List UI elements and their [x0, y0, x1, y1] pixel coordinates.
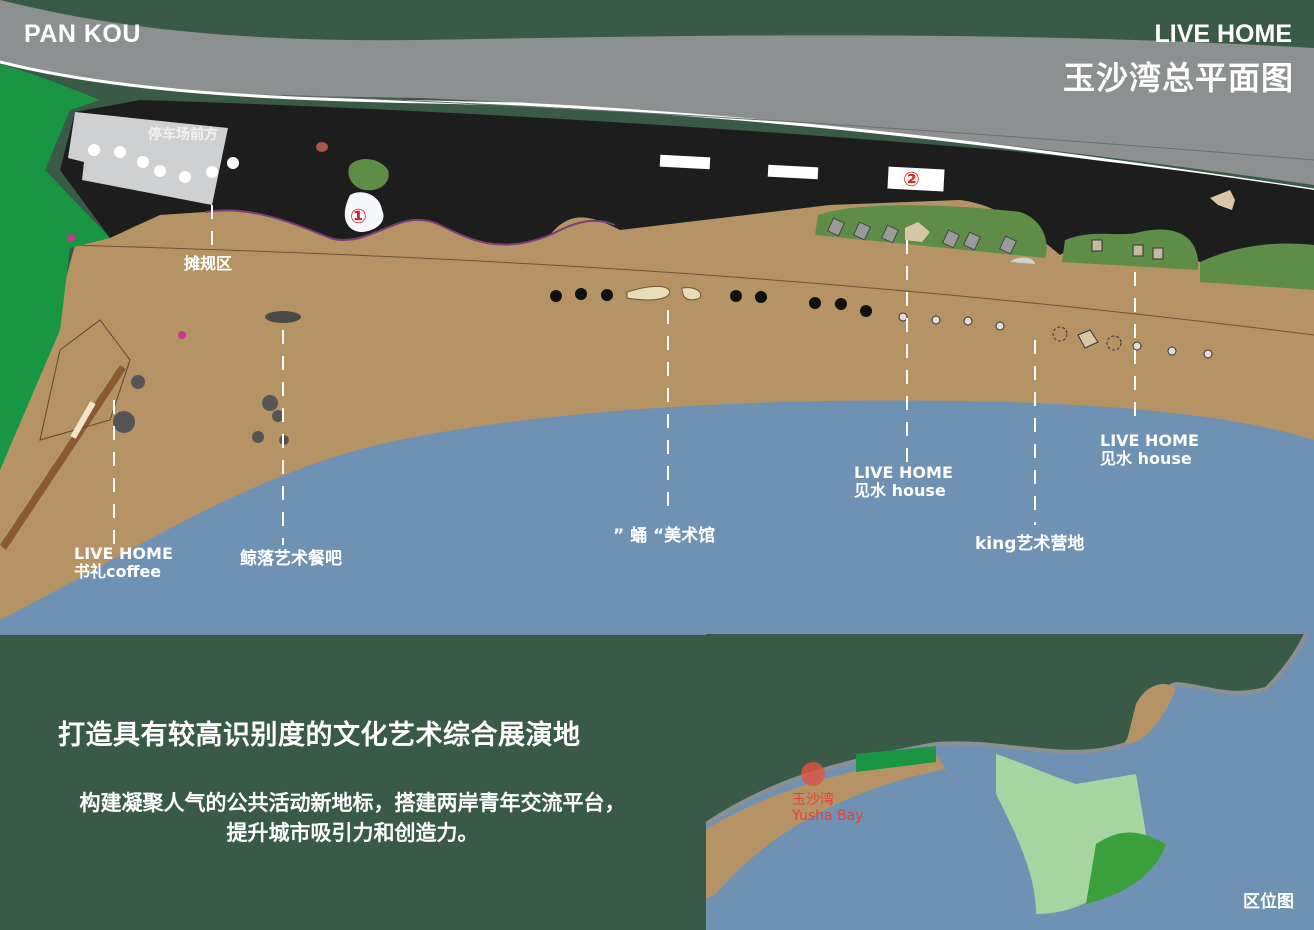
- marker-1[interactable]: ①: [350, 204, 367, 228]
- poi-jianshui-house-1[interactable]: LIVE HOME 见水 house: [854, 463, 953, 501]
- sand-beach: [0, 200, 1314, 635]
- area-label-stall-zone: 摊规区: [184, 254, 233, 273]
- pavilion-1: [344, 192, 384, 232]
- forest-area: [0, 64, 110, 470]
- highlight-circle: [801, 762, 825, 786]
- description-line1: 构建凝聚人气的公共活动新地标，搭建两岸青年交流平台，: [79, 791, 626, 815]
- poi-yong-museum[interactable]: ” 蛹 “美术馆: [613, 526, 716, 547]
- brand-left: PAN KOU: [24, 20, 141, 48]
- poi-line1: LIVE HOME: [74, 544, 173, 563]
- poi-line1: ” 蛹 “美术馆: [613, 526, 716, 546]
- poi-line1: king艺术营地: [975, 534, 1085, 554]
- poi-shuli-coffee[interactable]: LIVE HOME 书礼coffee: [74, 544, 173, 582]
- lawn-3: [1200, 243, 1314, 290]
- description-line2: 提升城市吸引力和创造力。: [226, 821, 479, 846]
- poi-line2: 见水 house: [854, 481, 946, 501]
- leader-lines: [113, 205, 1136, 548]
- location-map-title: 区位图: [1243, 892, 1294, 912]
- yusha-en: Yusha Bay: [792, 808, 864, 825]
- road: [0, 0, 1314, 185]
- poi-line2: 见水 house: [1100, 449, 1192, 469]
- poi-line1: 鲸落艺术餐吧: [240, 549, 342, 569]
- location-map: [706, 634, 1314, 930]
- pier: [0, 365, 126, 550]
- yusha-bay-label: 玉沙湾 Yusha Bay: [792, 792, 863, 824]
- marker-2[interactable]: ②: [903, 167, 920, 191]
- cocoon-museum: [626, 285, 671, 301]
- poi-king-camp[interactable]: king艺术营地: [975, 534, 1085, 555]
- poi-jingluo-restaurant[interactable]: 鲸落艺术餐吧: [240, 549, 342, 570]
- lawn-1: [815, 205, 1047, 258]
- slogan-heading: 打造具有较高识别度的文化艺术综合展演地: [58, 720, 581, 751]
- parking-light-dots: [88, 144, 239, 183]
- poi-line2: 书礼coffee: [74, 562, 162, 582]
- poi-line1: LIVE HOME: [854, 463, 953, 482]
- poi-jianshui-house-2[interactable]: LIVE HOME 见水 house: [1100, 431, 1199, 469]
- poi-line1: LIVE HOME: [1100, 431, 1199, 450]
- boardwalk-path: [204, 209, 616, 246]
- area-label-parking-front: 停车场前方: [148, 127, 218, 143]
- yusha-cn: 玉沙湾: [792, 792, 834, 808]
- description: 构建凝聚人气的公共活动新地标，搭建两岸青年交流平台， 提升城市吸引力和创造力。: [0, 788, 705, 849]
- site-plan-map: [0, 0, 1314, 635]
- brand-right: LIVE HOME: [1154, 20, 1292, 48]
- page-title: 玉沙湾总平面图: [1062, 59, 1294, 97]
